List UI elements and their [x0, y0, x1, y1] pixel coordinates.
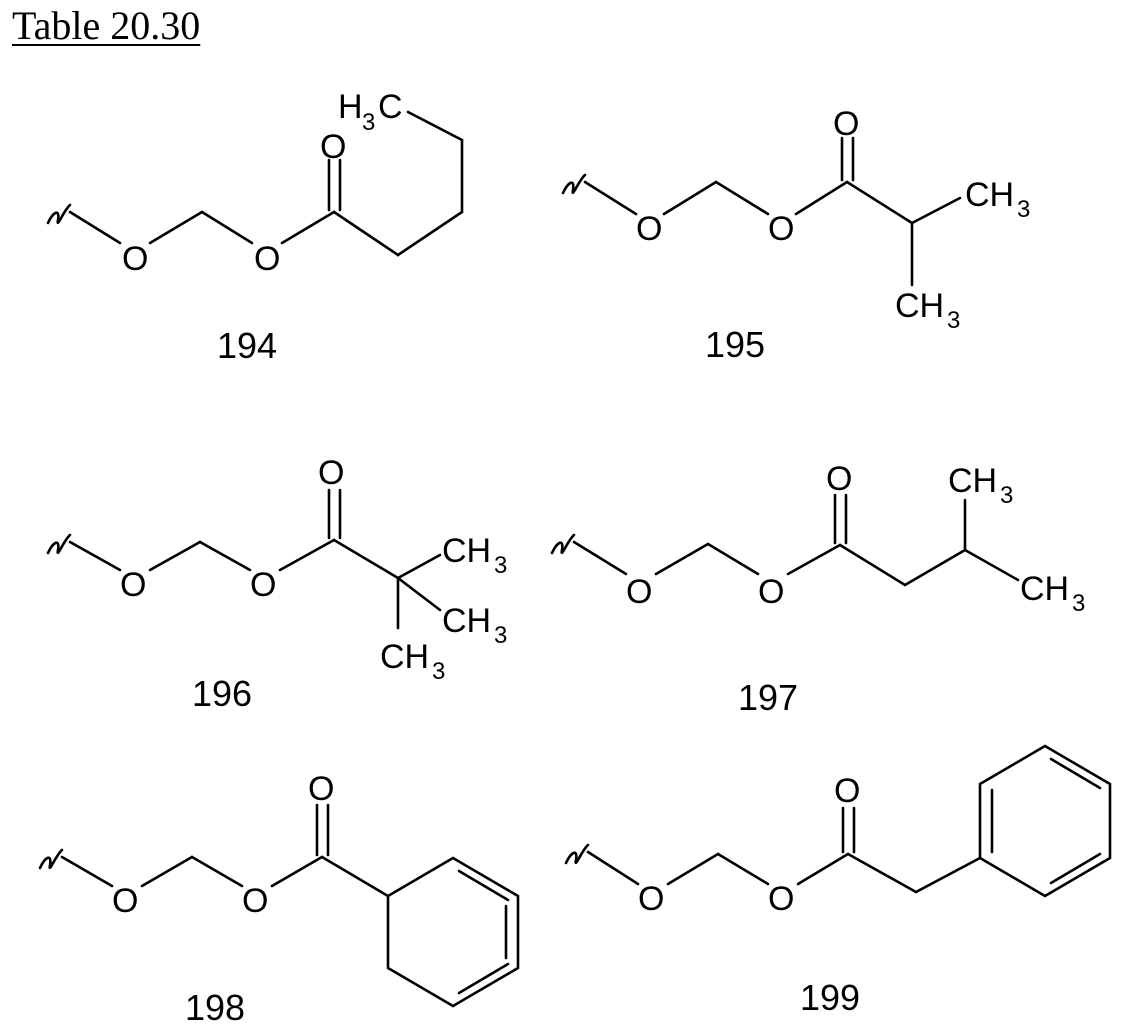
wavy-bond: [48, 205, 70, 223]
compound-number-198: 198: [185, 987, 245, 1028]
methyl-label: CH 3: [380, 638, 445, 685]
oxygen-atom: O: [242, 882, 268, 920]
methyl-ch: CH: [380, 638, 429, 676]
methyl-ch: CH: [1020, 570, 1069, 608]
oxygen-atom: O: [250, 566, 276, 604]
structure-194: O O O H 3 C 194: [48, 88, 462, 366]
methyl-ch: CH: [965, 176, 1014, 214]
methyl-ch: CH: [442, 532, 491, 570]
bond-lines: [62, 805, 388, 896]
oxygen-atom: O: [636, 210, 662, 248]
structure-197: O O O CH 3 CH 3 197: [552, 460, 1085, 718]
benzene-ring: [388, 858, 518, 1006]
structure-198: O O O 198: [40, 770, 518, 1028]
methyl-subscript: 3: [362, 109, 375, 136]
methyl-label: CH 3: [442, 532, 507, 579]
oxygen-atom: O: [112, 882, 138, 920]
methyl-subscript: 3: [1072, 590, 1085, 617]
oxygen-atom: O: [768, 880, 794, 918]
methyl-ch: CH: [895, 287, 944, 325]
benzene-ring: [980, 746, 1110, 896]
oxygen-atom: O: [254, 240, 280, 278]
methyl-c: C: [378, 88, 403, 126]
methyl-subscript: 3: [432, 658, 445, 685]
structure-195: O O O CH 3 CH 3 195: [563, 105, 1030, 365]
methyl-subscript: 3: [494, 552, 507, 579]
methyl-label: H 3 C: [338, 88, 403, 136]
carbonyl-oxygen: O: [833, 105, 859, 143]
carbonyl-oxygen: O: [308, 770, 334, 808]
wavy-bond: [563, 175, 585, 193]
methyl-subscript: 3: [947, 307, 960, 334]
bond-lines: [70, 490, 440, 628]
wavy-bond: [552, 535, 574, 553]
wavy-bond: [566, 845, 588, 863]
methyl-label: CH 3: [948, 462, 1013, 509]
carbonyl-oxygen: O: [834, 772, 860, 810]
oxygen-atom: O: [768, 210, 794, 248]
methyl-label: CH 3: [965, 176, 1030, 223]
methyl-subscript: 3: [1000, 482, 1013, 509]
methyl-label: CH 3: [442, 602, 507, 649]
methyl-subscript: 3: [1017, 196, 1030, 223]
methyl-ch: CH: [948, 462, 997, 500]
oxygen-atom: O: [626, 573, 652, 611]
compound-number-199: 199: [800, 977, 860, 1018]
methyl-label: CH 3: [1020, 570, 1085, 617]
compound-number-195: 195: [705, 324, 765, 365]
oxygen-atom: O: [122, 240, 148, 278]
oxygen-atom: O: [638, 880, 664, 918]
wavy-bond: [40, 850, 62, 868]
compound-number-196: 196: [192, 673, 252, 714]
methyl-h: H: [338, 88, 363, 126]
bond-lines: [574, 495, 1018, 585]
wavy-bond: [48, 535, 70, 553]
bond-lines: [70, 112, 462, 255]
compound-number-194: 194: [217, 325, 277, 366]
methyl-subscript: 3: [494, 622, 507, 649]
oxygen-atom: O: [758, 573, 784, 611]
compound-number-197: 197: [738, 677, 798, 718]
methyl-label: CH 3: [895, 287, 960, 334]
oxygen-atom: O: [120, 566, 146, 604]
methyl-ch: CH: [442, 602, 491, 640]
structure-196: O O O CH 3 CH 3 CH 3 196: [48, 454, 507, 714]
carbonyl-oxygen: O: [318, 454, 344, 492]
carbonyl-oxygen: O: [320, 128, 346, 166]
carbonyl-oxygen: O: [826, 460, 852, 498]
structure-199: O O O 199: [566, 746, 1110, 1018]
